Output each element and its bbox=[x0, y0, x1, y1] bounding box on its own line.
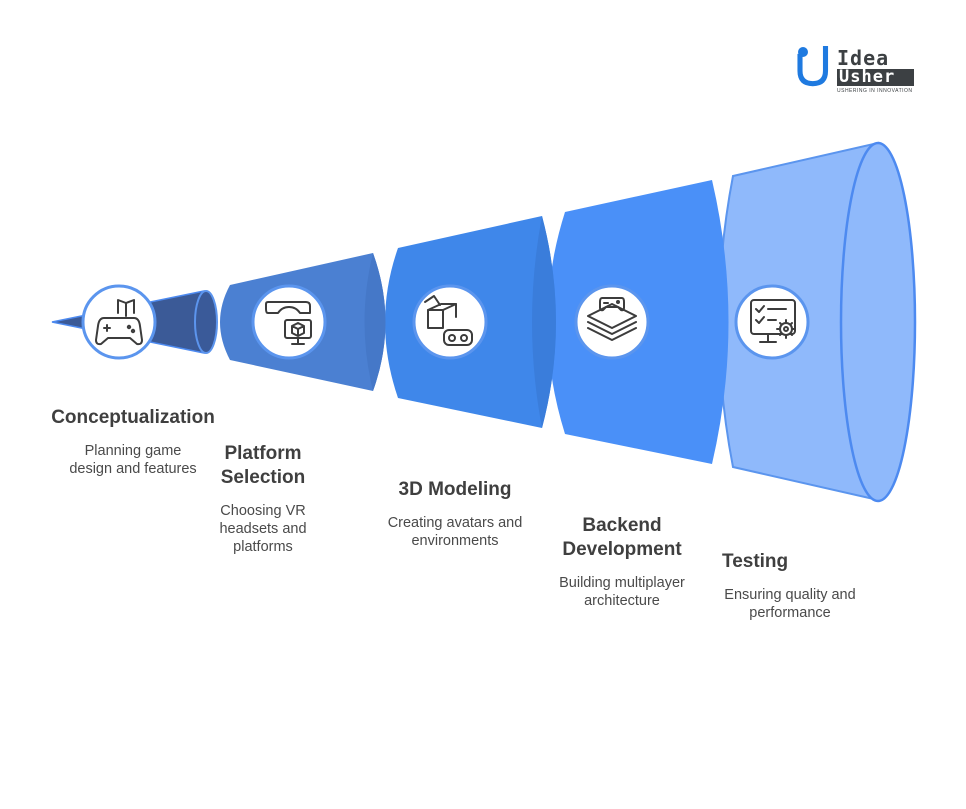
logo-line1: Idea bbox=[837, 46, 890, 70]
layers-gamepad-icon bbox=[587, 297, 637, 341]
logo-u-mark-icon bbox=[797, 46, 914, 87]
icon-circle-testing bbox=[734, 284, 810, 360]
stage-description: Creating avatars and environments bbox=[387, 515, 523, 549]
stage-title: Backend Development bbox=[562, 515, 682, 560]
stage-modeling: 3D Modeling Creating avatars and environ… bbox=[370, 478, 540, 550]
stage-conceptualization: Conceptualization Planning game design a… bbox=[40, 406, 226, 478]
stage-title: Testing bbox=[722, 551, 789, 572]
box-vr-icon bbox=[424, 295, 473, 346]
stage-testing: Testing Ensuring quality and performance bbox=[716, 550, 864, 622]
stage-backend: Backend Development Building multiplayer… bbox=[548, 514, 696, 610]
gamepad-book-icon bbox=[95, 299, 143, 346]
vr-headset-monitor-icon bbox=[265, 301, 312, 345]
stage-description: Planning game design and features bbox=[69, 443, 197, 477]
stage-title: Platform Selection bbox=[220, 443, 306, 488]
stage-title: Conceptualization bbox=[51, 407, 215, 428]
icon-circle-modeling bbox=[412, 284, 488, 360]
logo-line2: Usher bbox=[839, 67, 896, 87]
checklist-gear-icon bbox=[750, 299, 796, 343]
stage-description: Ensuring quality and performance bbox=[724, 587, 856, 621]
icon-circle-platform bbox=[251, 284, 327, 360]
icon-circle-conceptualization bbox=[81, 284, 157, 360]
stage-description: Choosing VR headsets and platforms bbox=[219, 503, 307, 555]
icon-circle-backend bbox=[574, 284, 650, 360]
logo-tagline: USHERING IN INNOVATION bbox=[837, 88, 913, 94]
stage-title: 3D Modeling bbox=[398, 479, 512, 500]
stage-description: Building multiplayer architecture bbox=[559, 575, 685, 609]
stage-platform: Platform Selection Choosing VR headsets … bbox=[200, 442, 326, 556]
brand-logo: Idea Usher USHERING IN INNOVATION bbox=[795, 46, 917, 98]
